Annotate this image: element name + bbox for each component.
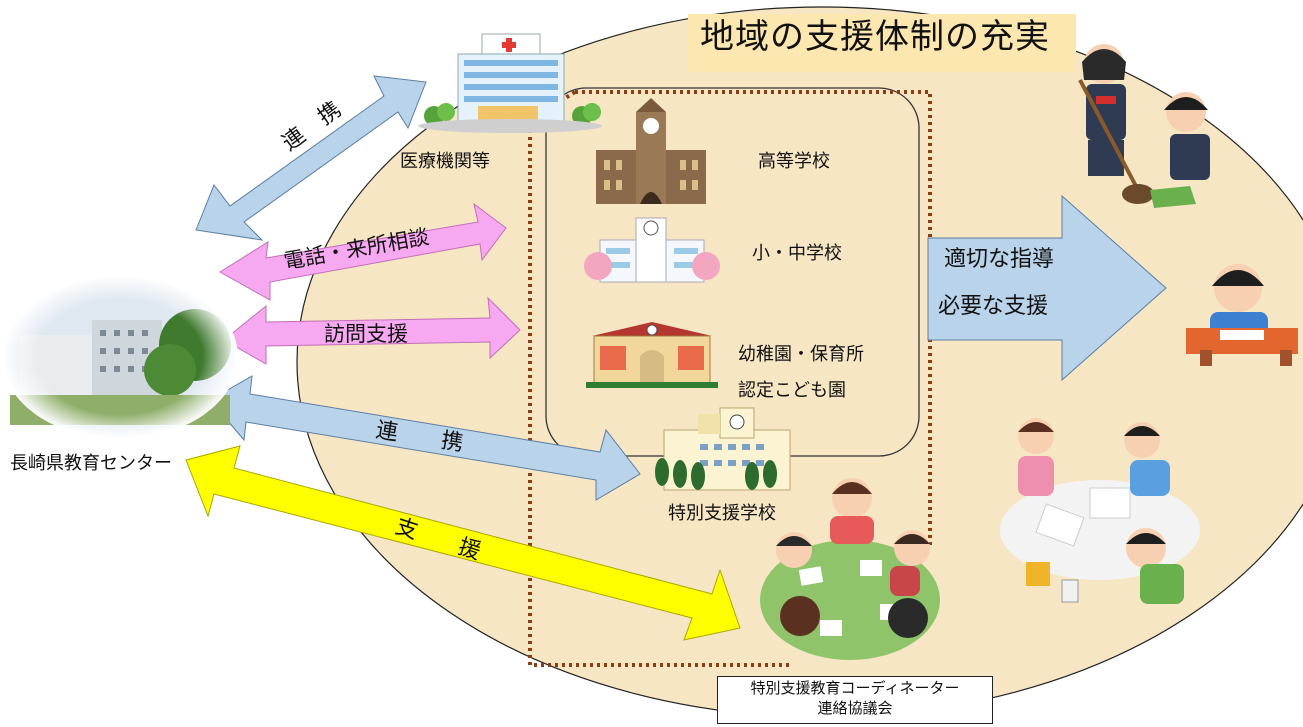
page-title: 地域の支援体制の充実: [700, 17, 1050, 57]
collab-mid-arrow: [209, 375, 641, 501]
phone-consult-arrow: [219, 202, 507, 301]
kindergarten-label-1: 幼稚園・保育所: [738, 344, 864, 365]
special-support-school-label: 特別支援学校: [668, 503, 776, 524]
elementary-middle-school-icon: [584, 217, 720, 283]
student-studying-illustration: [1186, 264, 1298, 366]
visit-support-arrow: [223, 296, 521, 365]
high-school-icon: [596, 98, 706, 204]
students-cleaning-illustration: [1078, 44, 1210, 208]
coordinator-dotted-border: [528, 90, 932, 667]
outcome-label-1: 適切な指導: [944, 247, 1055, 272]
hospital-icon: [418, 33, 602, 133]
title-background: [688, 14, 1076, 72]
kindergarten-icon: [586, 322, 718, 388]
visit-support-label: 訪問支援: [324, 322, 408, 346]
collab-top-arrow: [195, 75, 427, 241]
outcome-label-2: 必要な支援: [938, 294, 1049, 319]
special-support-school-icon: [655, 407, 791, 491]
coordinator-meeting-illustration: [760, 478, 940, 660]
elementary-middle-school-label: 小・中学校: [752, 243, 842, 264]
high-school-label: 高等学校: [758, 151, 830, 172]
medical-label: 医療機関等: [400, 151, 490, 172]
support-arrow: [185, 445, 741, 641]
coordinator-label-2: 連絡協議会: [817, 698, 893, 717]
coordinator-label-1: 特別支援教育コーディネーター: [750, 679, 960, 697]
kindergarten-label-2: 認定こども園: [738, 380, 846, 401]
education-center-label: 長崎県教育センター: [10, 453, 172, 474]
outcome-arrow: [927, 194, 1167, 382]
coordinator-council-box: 特別支援教育コーディネーター 連絡協議会: [717, 676, 993, 724]
education-center-photo: [2, 275, 238, 439]
kids-drawing-illustration: [1000, 418, 1200, 604]
